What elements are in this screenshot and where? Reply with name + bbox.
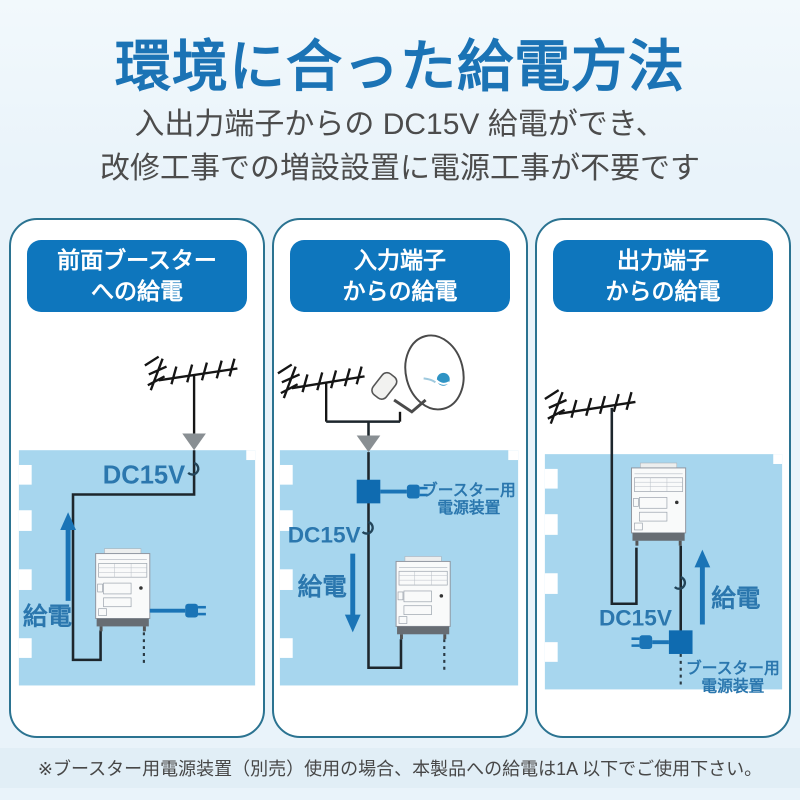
- panel-title-line2: からの給電: [605, 278, 721, 304]
- down-triangle-icon: [182, 433, 206, 451]
- feed-label: 給電: [298, 572, 348, 601]
- psu-label-line1: ブースター用: [422, 480, 516, 499]
- antenna-icon: [144, 355, 238, 434]
- page-title: 環境に合った給電方法: [115, 35, 685, 98]
- feed-arrow-down: [344, 553, 361, 633]
- down-triangle-icon: [356, 435, 381, 453]
- coax-loop-icon: [187, 461, 200, 476]
- antenna-icon: [277, 363, 365, 422]
- panel-title-line1: 入力端子: [354, 246, 446, 273]
- coax-loop-icon: [361, 520, 374, 535]
- satellite-dish-icon: [371, 334, 465, 422]
- psu-label-line2: 電源装置: [701, 676, 764, 695]
- booster-unit-icon: [95, 548, 151, 632]
- panel-row: 前面ブースター への給電 DC15V: [9, 218, 791, 738]
- panel-header-output-terminal: 出力端子 からの給電: [553, 240, 773, 312]
- antenna-icon: [544, 389, 636, 425]
- panel-output-terminal-feed: 出力端子 からの給電 DC15V: [535, 218, 791, 738]
- panel-title-line2: への給電: [91, 278, 183, 304]
- panel-front-booster-feed: 前面ブースター への給電 DC15V: [9, 218, 265, 738]
- power-plug-icon: [380, 484, 428, 499]
- diagram-output-terminal-feed: DC15V: [544, 389, 783, 695]
- power-inserter-icon: [668, 630, 693, 654]
- dc15v-label: DC15V: [103, 462, 185, 490]
- diagram-input-terminal-feed: ブースター用 電源装置 DC15V 給電: [277, 334, 519, 686]
- feed-label: 給電: [711, 584, 761, 613]
- feed-arrow-up: [60, 512, 76, 601]
- panel-title-line2: からの給電: [342, 278, 458, 304]
- footnote-band: ※ブースター用電源装置（別売）使用の場合、本製品への給電は1A 以下でご使用下さ…: [0, 748, 800, 788]
- booster-unit-icon: [395, 556, 451, 640]
- booster-unit-icon: [631, 462, 687, 546]
- feed-arrow-up: [694, 549, 711, 625]
- coax-line: [367, 452, 403, 670]
- subtitle-line-2: 改修工事での増設設置に電源工事が不要です: [100, 151, 700, 185]
- feed-label: 給電: [23, 601, 73, 630]
- coax-line: [326, 420, 400, 436]
- power-plug-icon: [149, 603, 206, 618]
- psu-label-line2: 電源装置: [437, 498, 500, 517]
- panel-input-terminal-feed: 入力端子 からの給電: [272, 218, 528, 738]
- panel-title-line1: 前面ブースター: [57, 246, 217, 273]
- subtitle-line-1: 入出力端子からの DC15V 給電ができ、: [134, 108, 666, 141]
- dc15v-label: DC15V: [599, 605, 672, 630]
- panel-title-line1: 出力端子: [617, 246, 709, 273]
- coax-line: [71, 450, 196, 662]
- panel-header-input-terminal: 入力端子 からの給電: [290, 240, 510, 312]
- footnote-text: ※ブースター用電源装置（別売）使用の場合、本製品への給電は1A 以下でご使用下さ…: [37, 759, 763, 779]
- coax-loop-icon: [673, 576, 687, 590]
- dc15v-label: DC15V: [288, 523, 361, 548]
- diagram-front-booster-feed: DC15V 給電: [18, 355, 256, 686]
- panel-header-front-booster: 前面ブースター への給電: [27, 240, 247, 312]
- power-inserter-icon: [356, 479, 381, 504]
- page-subtitle: 入出力端子からの DC15V 給電ができ、 改修工事での増設設置に電源工事が不要…: [0, 103, 800, 190]
- power-plug-icon: [631, 635, 669, 650]
- psu-label-line1: ブースター用: [686, 659, 780, 678]
- coax-line: [610, 407, 638, 606]
